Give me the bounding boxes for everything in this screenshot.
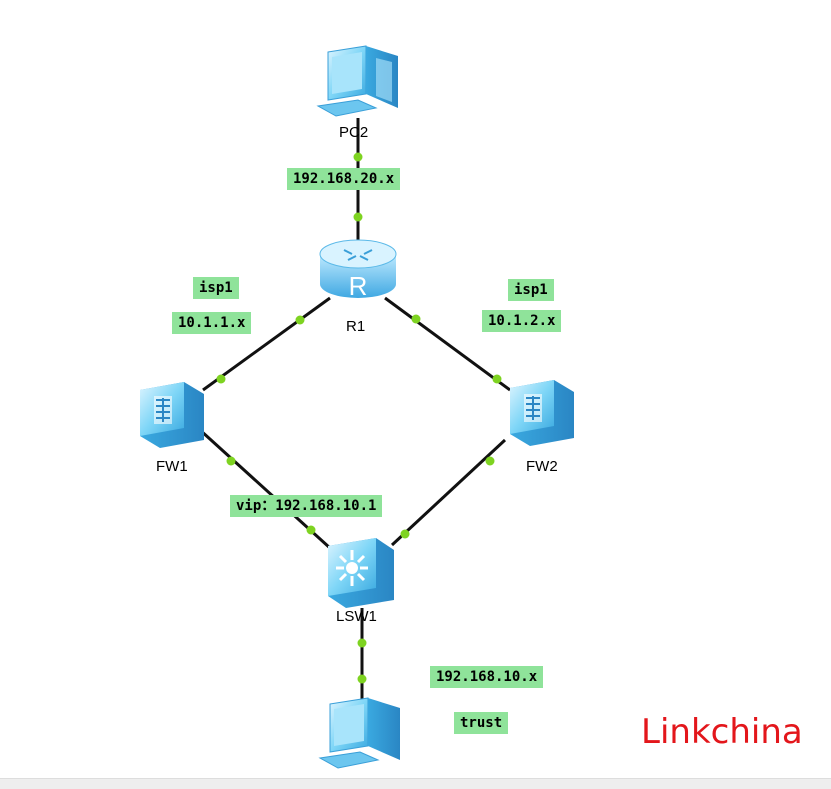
port-dot[interactable] (353, 212, 363, 222)
port-dot[interactable] (485, 456, 495, 466)
tag-lan-subnet: 192.168.10.x (430, 666, 544, 688)
link-r1-fw1[interactable] (202, 296, 331, 392)
label-r1: R1 (346, 318, 366, 335)
firewall-icon-fw2[interactable] (510, 380, 574, 446)
label-fw2: FW2 (526, 458, 558, 475)
tag-isp-right: isp1 (508, 279, 554, 301)
port-dot[interactable] (306, 525, 316, 535)
tag-vip: vip：192.168.10.1 (230, 495, 383, 517)
router-icon[interactable]: R (319, 239, 397, 301)
port-dot[interactable] (226, 456, 236, 466)
port-dot[interactable] (492, 374, 502, 384)
tag-trust: trust (454, 712, 509, 734)
pc2-icon[interactable] (316, 45, 398, 117)
label-pc2: PC2 (339, 124, 369, 141)
bottom-scrollbar[interactable] (0, 778, 831, 789)
svg-text:R: R (349, 271, 368, 301)
tag-subnet-right: 10.1.2.x (482, 310, 562, 332)
port-dot[interactable] (411, 314, 421, 324)
watermark-text: Linkchina (641, 712, 803, 752)
label-fw1: FW1 (156, 458, 188, 475)
tag-isp-left: isp1 (193, 277, 239, 299)
firewall-icon-fw1[interactable] (140, 382, 204, 448)
port-dot[interactable] (295, 315, 305, 325)
tag-subnet-left: 10.1.1.x (172, 312, 252, 334)
link-fw2-lsw1[interactable] (390, 438, 507, 547)
label-lsw1: LSW1 (336, 608, 377, 625)
ports (216, 152, 502, 684)
port-dot[interactable] (216, 374, 226, 384)
port-dot[interactable] (357, 674, 367, 684)
port-dot[interactable] (400, 529, 410, 539)
port-dot[interactable] (357, 638, 367, 648)
pc-icon[interactable] (318, 697, 400, 769)
port-dot[interactable] (353, 152, 363, 162)
tag-pc2-subnet: 192.168.20.x (287, 168, 401, 190)
switch-icon[interactable] (328, 538, 394, 608)
link-r1-fw2[interactable] (384, 296, 511, 392)
